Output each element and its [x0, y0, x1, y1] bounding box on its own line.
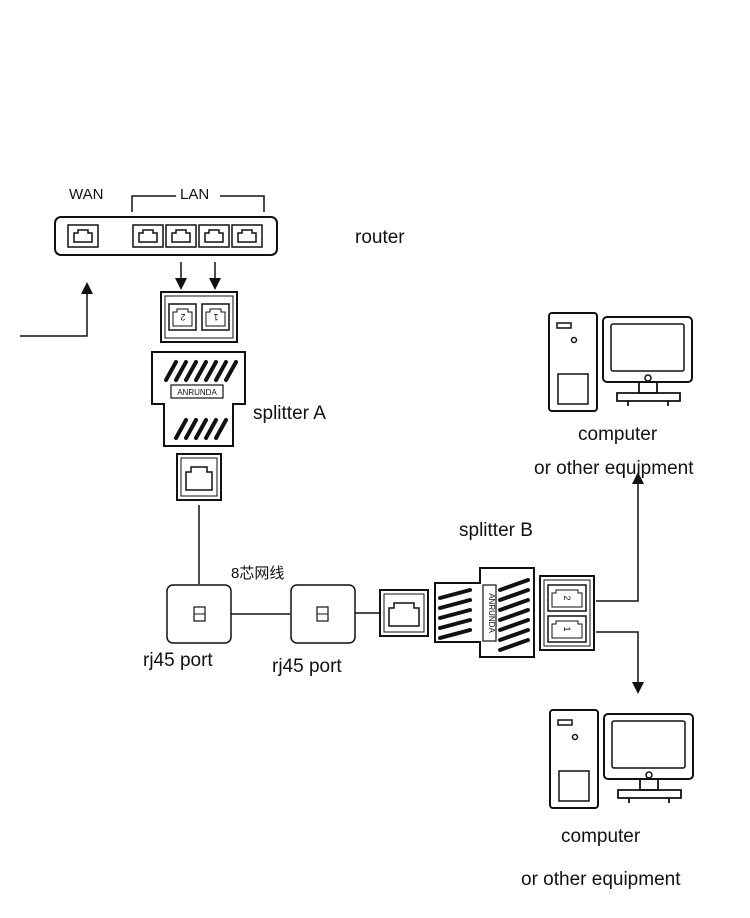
cable-label: 8芯网线	[231, 565, 285, 582]
computer-top-label-line1: computer	[578, 424, 658, 445]
computer-top-label-line2: or other equipment	[534, 458, 694, 479]
computer-bottom-icon	[549, 709, 694, 809]
splitter-b-label: splitter B	[459, 520, 533, 541]
router-label: router	[355, 227, 405, 248]
splitter-a-port-2: 2	[180, 312, 185, 322]
splitter-b-port-2: 2	[562, 595, 572, 600]
splitter-b-device	[379, 567, 595, 658]
splitter-b-port-1: 1	[562, 626, 572, 631]
splitter-a-label: splitter A	[253, 403, 326, 424]
lan-to-splitter-arrows	[175, 262, 221, 290]
wan-port	[67, 224, 99, 248]
rj45-port-1-device	[166, 584, 232, 644]
rj45-port-1-label: rj45 port	[143, 650, 213, 671]
rj45-port-2-device	[290, 584, 356, 644]
computer-top-icon	[548, 312, 693, 412]
splitter-a-device	[151, 291, 246, 501]
rj45-port-2-label: rj45 port	[272, 656, 342, 677]
splitter-a-brand: ANRUNDA	[177, 388, 217, 397]
splitter-b-brand: ANRUNDA	[487, 593, 496, 633]
router-device	[54, 195, 278, 256]
computer-bottom-label-line2: or other equipment	[521, 869, 681, 890]
wan-label: WAN	[69, 186, 104, 203]
lan-ports	[132, 224, 263, 248]
lan-label: LAN	[180, 186, 210, 203]
splitter-a-port-1: 1	[213, 312, 218, 322]
output-links	[596, 472, 644, 694]
computer-bottom-label-line1: computer	[561, 826, 641, 847]
wan-uplink	[20, 282, 93, 337]
